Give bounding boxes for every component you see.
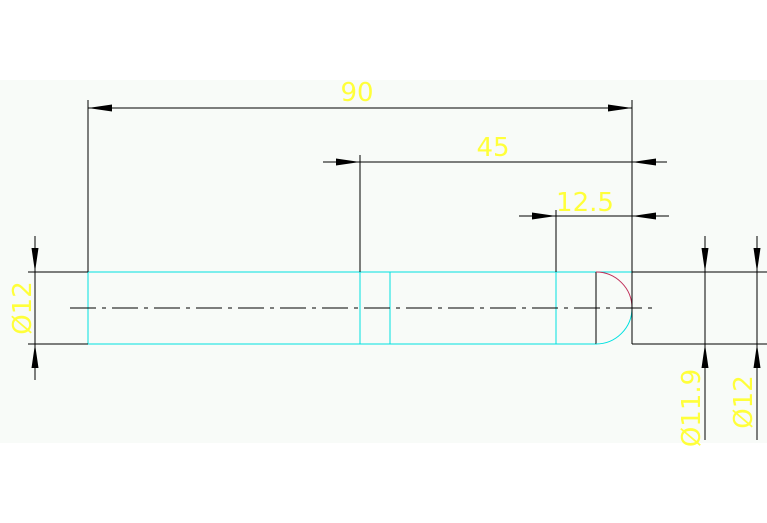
tip-arc-upper xyxy=(595,271,633,309)
arrow-left-dia-top xyxy=(31,248,39,272)
arrow-12-5-right xyxy=(632,212,656,220)
dim-text-12-5: 12.5 xyxy=(556,188,614,218)
dim-text-45: 45 xyxy=(476,133,509,163)
arrow-right-inner-top xyxy=(701,248,709,272)
dimension-overall-length: 90 xyxy=(88,78,632,112)
arrow-90-right xyxy=(608,104,632,112)
arrow-90-left xyxy=(88,104,112,112)
arrow-right-outer-bottom xyxy=(753,344,761,368)
dimension-right-outer-diameter: Ø12 xyxy=(729,236,761,440)
arrow-45-left xyxy=(336,158,360,166)
arrow-right-outer-top xyxy=(753,248,761,272)
dimension-tip-length: 12.5 xyxy=(519,188,669,220)
dim-text-right-outer-dia: Ø12 xyxy=(729,375,759,429)
arrow-45-right xyxy=(632,158,656,166)
dimension-mid-length: 45 xyxy=(323,133,667,166)
arrow-right-inner-bottom xyxy=(701,344,709,368)
dim-text-left-dia: Ø12 xyxy=(8,281,38,335)
part-outline xyxy=(70,271,652,345)
dimension-left-diameter: Ø12 xyxy=(8,236,39,380)
arrow-left-dia-bottom xyxy=(31,344,39,368)
drawing-canvas xyxy=(0,80,767,443)
dim-text-90: 90 xyxy=(340,78,373,108)
extension-lines xyxy=(28,100,767,345)
dimension-right-inner-diameter: Ø11.9 xyxy=(677,236,709,447)
tip-arc-lower xyxy=(595,307,633,345)
arrow-12-5-left xyxy=(532,212,556,220)
dim-text-right-inner-dia: Ø11.9 xyxy=(677,369,707,447)
